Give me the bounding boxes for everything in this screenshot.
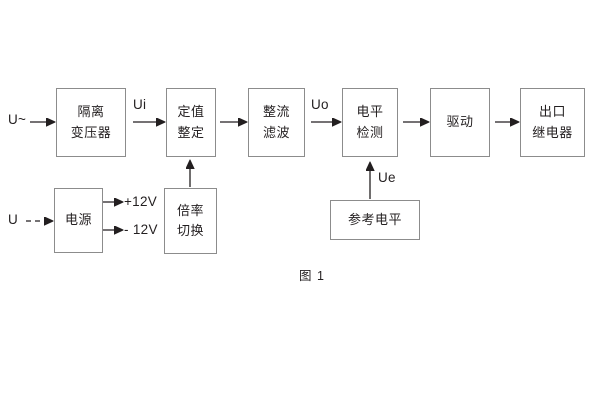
figure-caption: 图 1 [299, 269, 325, 283]
block-drive-line1: 驱动 [446, 114, 474, 130]
block-setting-value: 定值 整定 [166, 88, 216, 157]
block-isolation-transformer-line2: 变压器 [70, 124, 112, 140]
block-power-supply-line1: 电源 [64, 212, 92, 228]
block-rectify-filter-line1: 整流 [262, 104, 290, 120]
block-setting-value-line2: 整定 [177, 124, 205, 140]
label-rail-positive: +12V [124, 194, 158, 209]
label-input-dc: U [8, 212, 19, 227]
block-reference-level: 参考电平 [330, 200, 420, 240]
block-isolation-transformer: 隔离 变压器 [56, 88, 126, 157]
block-power-supply: 电源 [54, 188, 103, 253]
block-drive: 驱动 [430, 88, 490, 157]
block-level-detect: 电平 检测 [342, 88, 398, 157]
block-rectify-filter-line2: 滤波 [262, 124, 290, 140]
block-level-detect-line2: 检测 [356, 124, 384, 140]
label-uo: Uo [311, 97, 329, 112]
label-input-ac: U~ [8, 112, 27, 127]
label-ue: Ue [378, 170, 396, 185]
block-level-detect-line1: 电平 [356, 104, 384, 120]
block-output-relay-line1: 出口 [538, 104, 566, 120]
block-isolation-transformer-line1: 隔离 [77, 104, 105, 120]
block-ratio-switch-line2: 切换 [176, 223, 204, 238]
block-ratio-switch-line1: 倍率 [176, 202, 204, 218]
block-reference-level-line1: 参考电平 [347, 211, 402, 227]
block-output-relay: 出口 继电器 [520, 88, 585, 157]
block-ratio-switch: 倍率 切换 [164, 188, 217, 254]
label-ui: Ui [133, 97, 147, 112]
block-setting-value-line1: 定值 [177, 104, 205, 120]
block-output-relay-line2: 继电器 [532, 124, 573, 140]
label-rail-negative: - 12V [124, 222, 158, 237]
block-rectify-filter: 整流 滤波 [248, 88, 305, 157]
